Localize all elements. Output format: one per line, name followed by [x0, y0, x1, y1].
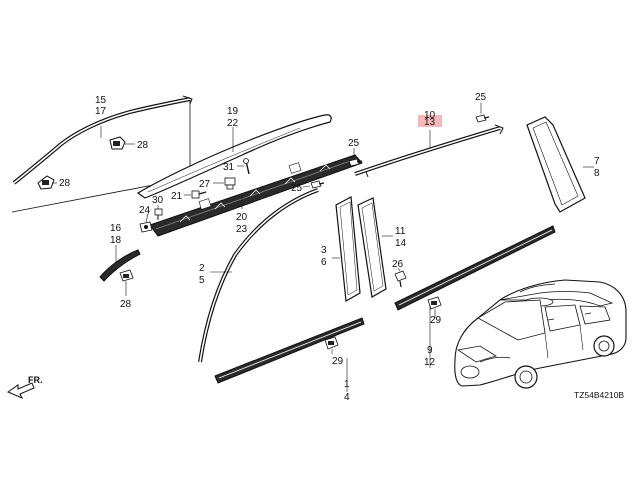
callout-8: 8 [594, 168, 600, 179]
clip-28-icon[interactable] [37, 175, 55, 190]
callout-28: 28 [137, 140, 149, 151]
callout-20: 20 [236, 212, 248, 223]
callout-28: 28 [120, 299, 132, 310]
callout-12: 12 [424, 357, 436, 368]
callout-22: 22 [227, 118, 239, 129]
grommet-24-icon[interactable] [139, 221, 153, 233]
screw-25-icon[interactable] [310, 180, 325, 189]
windshield-molding[interactable] [198, 188, 319, 363]
callout-9: 9 [427, 345, 433, 356]
callout-2: 2 [199, 263, 205, 274]
roof-rail-base[interactable] [149, 154, 363, 237]
clip-29-icon[interactable] [324, 336, 339, 350]
rear-pillar-garnish[interactable] [357, 197, 387, 298]
callout-29: 29 [332, 356, 344, 367]
screw-25-icon[interactable] [475, 114, 490, 123]
callout-27: 27 [199, 179, 211, 190]
front-pillar-trim[interactable] [99, 249, 141, 282]
nut-21-icon[interactable] [191, 190, 207, 199]
clip-30-icon[interactable] [154, 208, 163, 220]
callout-14: 14 [395, 238, 407, 249]
vehicle-illustration [454, 279, 627, 389]
diagram-code: TZ54B4210B [574, 390, 624, 400]
callout-16: 16 [110, 223, 122, 234]
screw-31-icon[interactable] [243, 158, 250, 175]
callout-23: 23 [236, 224, 248, 235]
callout-25: 25 [348, 138, 360, 149]
callout-24: 24 [139, 205, 151, 216]
front-direction-label: FR. [28, 375, 43, 385]
clip-28-icon[interactable] [109, 136, 126, 150]
front-door-belt-molding[interactable] [214, 317, 365, 384]
callout-30: 30 [152, 195, 164, 206]
callout-19: 19 [227, 106, 239, 117]
callout-31: 31 [223, 162, 235, 173]
callout-7: 7 [594, 156, 600, 167]
callout-29: 29 [430, 315, 442, 326]
callout-10: 10 [424, 110, 436, 121]
callout-13: 13 [424, 117, 436, 128]
callout-26: 26 [392, 259, 404, 270]
callout-17: 17 [95, 106, 107, 117]
rear-door-belt-molding[interactable] [394, 225, 556, 311]
callout-21: 21 [171, 191, 183, 202]
callout-18: 18 [110, 235, 122, 246]
callout-4: 4 [344, 392, 350, 403]
callout-28: 28 [59, 178, 71, 189]
front-direction-arrow-icon [6, 382, 35, 399]
roof-molding-left[interactable] [12, 95, 193, 185]
clip-26-icon[interactable] [394, 270, 407, 288]
callout-25: 25 [291, 183, 303, 194]
front-pillar-garnish[interactable] [335, 196, 361, 302]
clip-28-icon[interactable] [119, 269, 134, 282]
callout-highlight [418, 115, 442, 127]
cap-27-icon[interactable] [224, 177, 236, 190]
callout-25: 25 [475, 92, 487, 103]
screw-25-icon[interactable] [348, 158, 363, 167]
roof-rail[interactable] [136, 114, 332, 199]
callout-5: 5 [199, 275, 205, 286]
callout-3: 3 [321, 245, 327, 256]
callout-11: 11 [395, 226, 406, 237]
callout-6: 6 [321, 257, 327, 268]
callout-15: 15 [95, 95, 107, 106]
rear-roof-garnish[interactable] [354, 124, 504, 178]
rear-quarter-garnish[interactable] [526, 116, 586, 213]
callout-1: 1 [344, 379, 350, 390]
